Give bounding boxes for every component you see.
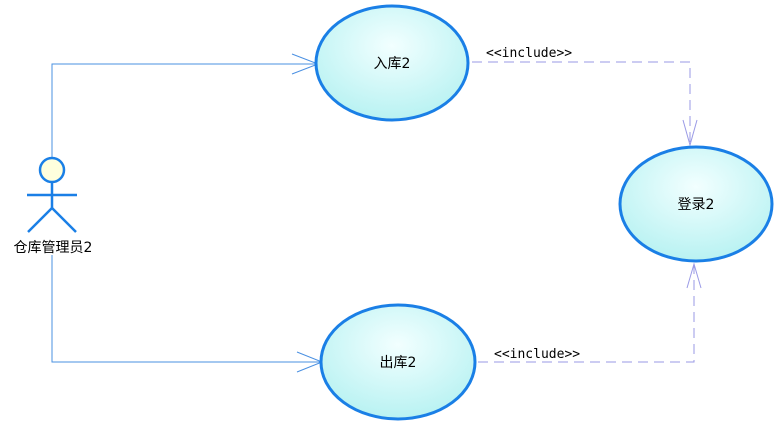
use-case-outbound[interactable]: 出库2 [319,303,477,421]
actor-left-leg [27,207,53,233]
include-inbound-stereotype: <<include>> [486,46,572,61]
association-actor-outbound[interactable] [51,255,322,363]
use-case-login-label: 登录2 [678,197,715,213]
use-case-outbound-label: 出库2 [380,355,417,371]
association-actor-inbound[interactable] [51,63,318,157]
include-outbound-login[interactable] [478,264,695,363]
include-outbound-arrowhead [686,262,702,289]
include-inbound-arrowhead [682,119,698,147]
use-case-outbound-ellipse[interactable] [319,303,477,421]
actor-right-leg [51,207,77,233]
include-outbound-stereotype: <<include>> [494,347,580,362]
use-case-inbound[interactable]: 入库2 [314,4,470,122]
actor-name-label: 仓库管理员2 [14,240,93,256]
use-case-login[interactable]: 登录2 [618,145,774,263]
actor-warehouse-manager[interactable]: 仓库管理员2 [14,156,93,256]
actor-head-icon [38,156,66,184]
use-case-inbound-label: 入库2 [374,56,411,72]
include-inbound-login[interactable] [472,61,691,145]
use-case-login-ellipse[interactable] [618,145,774,263]
use-case-inbound-ellipse[interactable] [314,4,470,122]
